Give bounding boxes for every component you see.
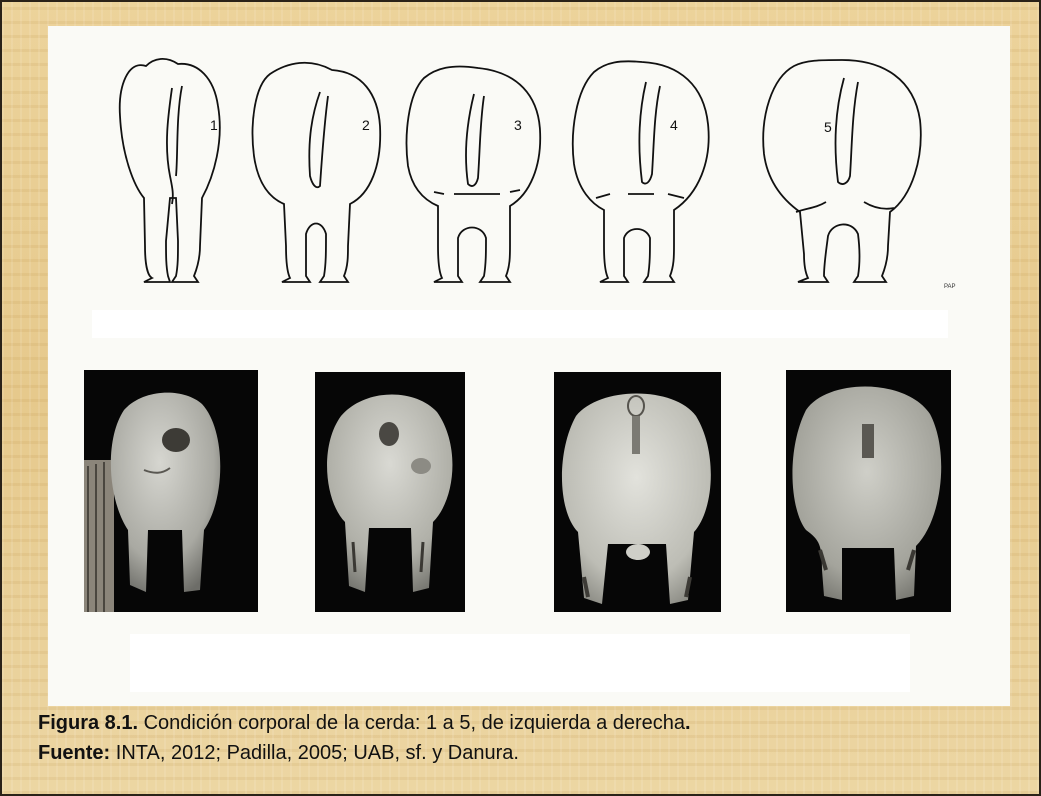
blank-strip-top — [92, 310, 948, 338]
artist-signature: PAP — [944, 284, 956, 290]
figure-source: Fuente: INTA, 2012; Padilla, 2005; UAB, … — [38, 741, 519, 765]
condition-number-4: 4 — [670, 117, 678, 133]
pig-photo-3 — [554, 372, 721, 612]
condition-number-3: 3 — [514, 117, 522, 133]
blank-strip-bottom — [130, 634, 910, 692]
pig-photo-4 — [786, 370, 951, 612]
body-condition-drawings: 1 2 3 4 5 PAP — [118, 58, 956, 290]
figure-description: Condición corporal de la cerda: 1 a 5, d… — [138, 712, 686, 734]
pig-photo-1 — [84, 370, 258, 612]
source-label: Fuente: — [38, 742, 111, 764]
condition-number-5: 5 — [824, 119, 832, 135]
pig-outline-drawing-4 — [571, 60, 710, 283]
figure-label: Figura 8.1. — [38, 712, 139, 734]
pig-outline-drawing-5 — [762, 59, 922, 283]
condition-number-1: 1 — [210, 117, 218, 133]
figure-caption-period: . — [685, 712, 691, 734]
condition-number-2: 2 — [362, 117, 370, 133]
pig-outline-drawing-3 — [405, 65, 542, 283]
pig-outline-drawing-2 — [251, 61, 382, 283]
source-text: INTA, 2012; Padilla, 2005; UAB, sf. y Da… — [110, 742, 519, 764]
pig-photo-2 — [315, 372, 465, 612]
figure-caption: Figura 8.1. Condición corporal de la cer… — [38, 711, 691, 735]
figure-panel: 1 2 3 4 5 PAP — [48, 26, 1010, 706]
pig-outline-drawing-1 — [118, 58, 221, 283]
